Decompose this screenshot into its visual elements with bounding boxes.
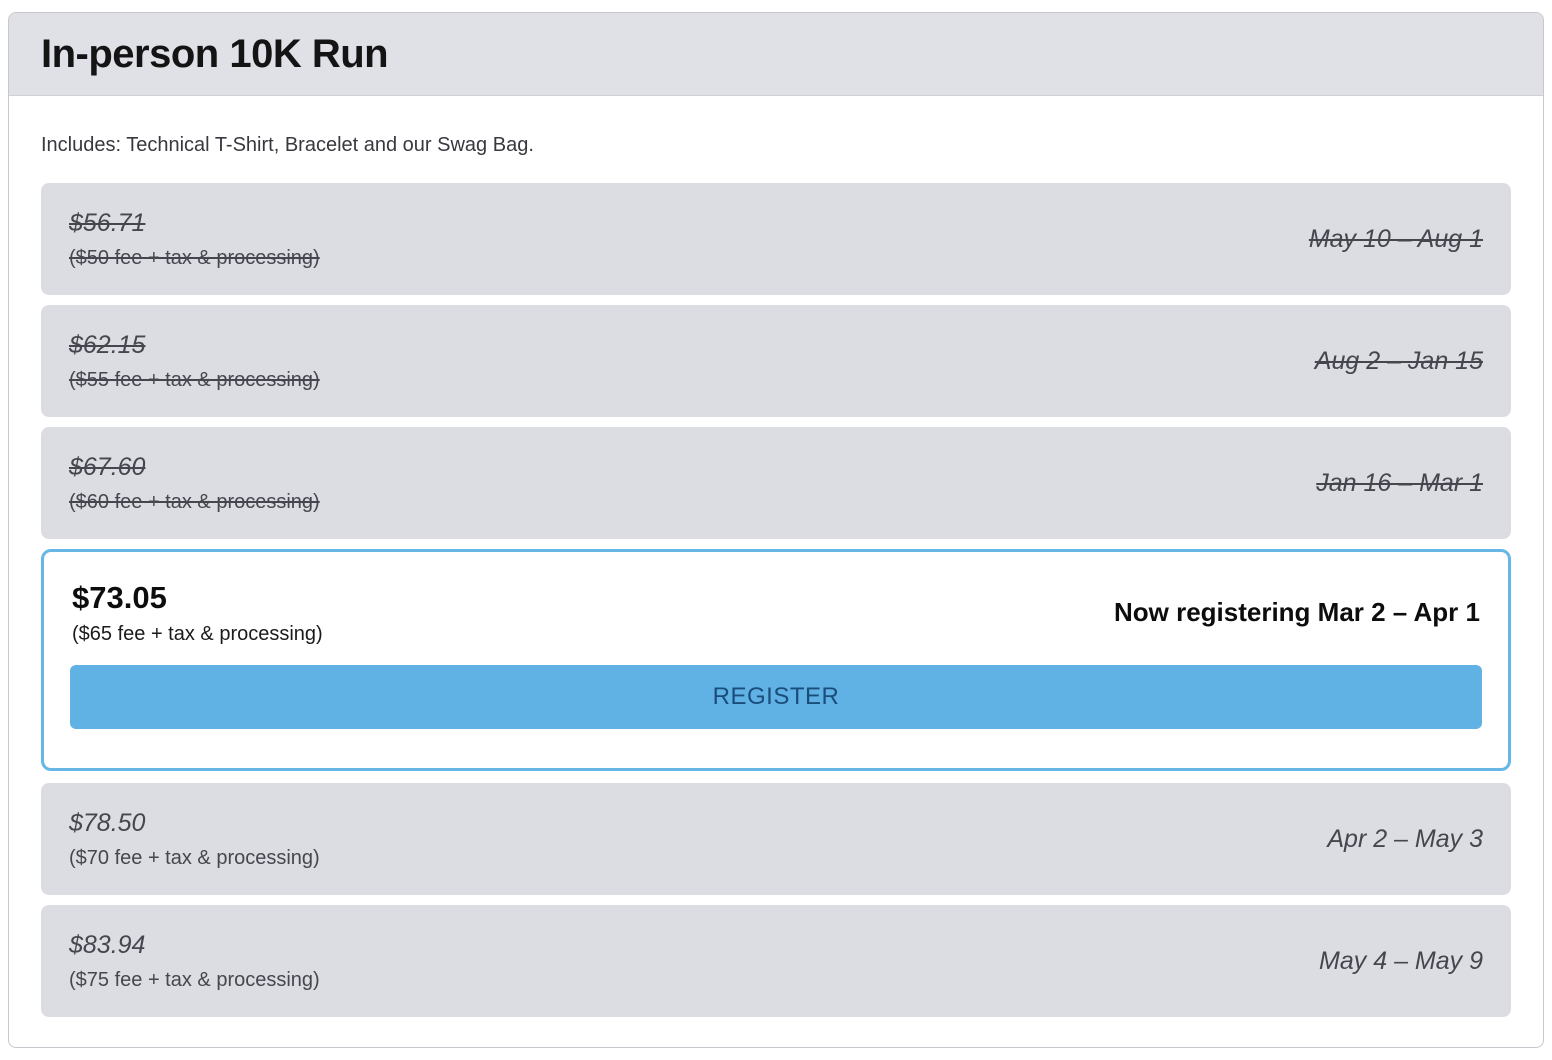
tier-fee: ($50 fee + tax & processing) xyxy=(69,246,320,269)
tier-row-3: $67.60 ($60 fee + tax & processing) Jan … xyxy=(41,427,1511,539)
tier-row-2: $62.15 ($55 fee + tax & processing) Aug … xyxy=(41,305,1511,417)
tier-price: $56.71 xyxy=(69,209,146,238)
tier-row-active: $73.05 ($65 fee + tax & processing) Now … xyxy=(41,549,1511,771)
tier-fee: ($75 fee + tax & processing) xyxy=(69,968,320,991)
tier-dates: May 4 – May 9 xyxy=(1319,946,1483,975)
tier-price: $78.50 xyxy=(69,809,146,838)
pricing-card: In-person 10K Run Includes: Technical T-… xyxy=(8,12,1544,1048)
card-body: Includes: Technical T-Shirt, Bracelet an… xyxy=(9,96,1543,1047)
tier-fee: ($70 fee + tax & processing) xyxy=(69,846,320,869)
tier-price: $67.60 xyxy=(69,453,146,482)
tier-dates: May 10 – Aug 1 xyxy=(1308,224,1483,253)
tier-price-block: $62.15 ($55 fee + tax & processing) xyxy=(69,327,320,395)
tier-dates: Jan 16 – Mar 1 xyxy=(1316,468,1483,497)
includes-text: Includes: Technical T-Shirt, Bracelet an… xyxy=(41,134,534,156)
tier-price: $83.94 xyxy=(69,931,146,960)
tier-row-5: $78.50 ($70 fee + tax & processing) Apr … xyxy=(41,783,1511,895)
tier-row-6: $83.94 ($75 fee + tax & processing) May … xyxy=(41,905,1511,1017)
tier-price-block: $83.94 ($75 fee + tax & processing) xyxy=(69,927,320,995)
tier-price-block: $78.50 ($70 fee + tax & processing) xyxy=(69,805,320,873)
tier-price: $62.15 xyxy=(69,331,146,360)
tier-price: $73.05 xyxy=(72,580,167,615)
register-button[interactable]: REGISTER xyxy=(70,665,1482,730)
tier-dates: Apr 2 – May 3 xyxy=(1327,824,1483,853)
active-tier-info: $73.05 ($65 fee + tax & processing) Now … xyxy=(70,576,1482,649)
page-title: In-person 10K Run xyxy=(41,31,389,76)
tier-fee: ($65 fee + tax & processing) xyxy=(72,623,323,646)
tier-row-1: $56.71 ($50 fee + tax & processing) May … xyxy=(41,183,1511,295)
tier-fee: ($60 fee + tax & processing) xyxy=(69,490,320,513)
tier-dates: Aug 2 – Jan 15 xyxy=(1314,346,1483,375)
tier-price-block: $73.05 ($65 fee + tax & processing) xyxy=(72,576,323,649)
tier-fee: ($55 fee + tax & processing) xyxy=(69,368,320,391)
tier-price-block: $56.71 ($50 fee + tax & processing) xyxy=(69,205,320,273)
now-registering-label: Now registering Mar 2 – Apr 1 xyxy=(1113,597,1480,628)
card-header: In-person 10K Run xyxy=(9,13,1543,96)
tier-price-block: $67.60 ($60 fee + tax & processing) xyxy=(69,449,320,517)
